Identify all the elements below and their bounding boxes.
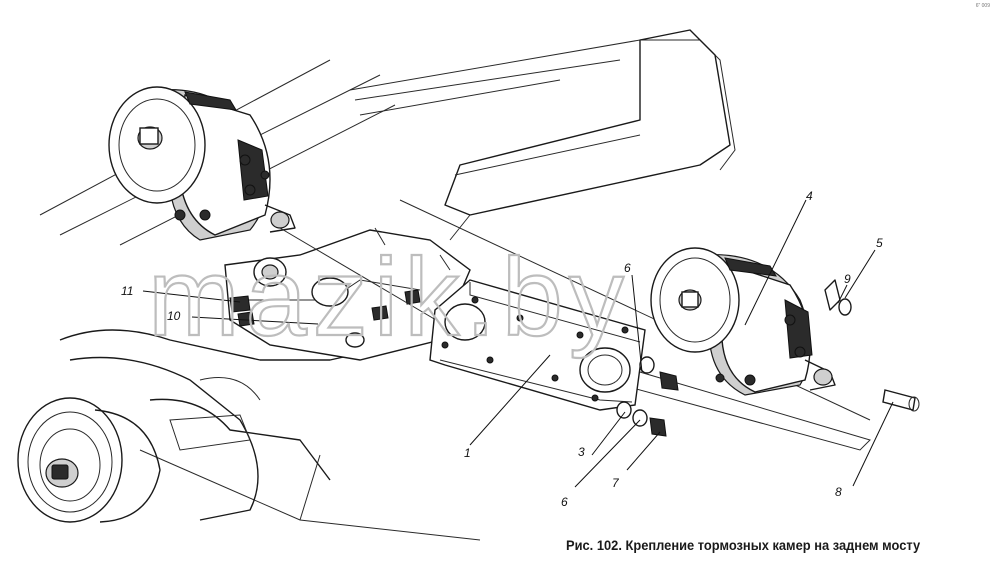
nut-7 <box>649 417 667 437</box>
callout-7: 7 <box>612 476 620 490</box>
figure-caption: Рис. 102. Крепление тормозных камер на з… <box>566 537 921 553</box>
callout-1: 1 <box>464 446 471 460</box>
leader-lines <box>142 199 894 488</box>
axle-housing <box>59 329 421 521</box>
callout-10: 10 <box>167 309 181 323</box>
callout-4: 4 <box>806 189 813 203</box>
callout-6-upper: 6 <box>624 261 631 275</box>
callout-11: 11 <box>121 284 133 298</box>
callout-labels: 1 3 4 5 6 6 7 8 9 10 11 <box>121 189 883 509</box>
callout-8: 8 <box>835 485 842 499</box>
brake-chamber-left <box>108 86 471 341</box>
watermark-text: mazik.by <box>148 236 630 359</box>
brake-chamber-right <box>650 247 841 396</box>
callout-6-lower: 6 <box>561 495 568 509</box>
callout-9: 9 <box>844 272 851 286</box>
washer-9 <box>838 298 852 316</box>
callout-5: 5 <box>876 236 883 250</box>
washer-3 <box>616 401 632 419</box>
fasteners <box>616 298 920 437</box>
washer-6-lower <box>632 409 648 427</box>
callout-3: 3 <box>578 445 585 459</box>
washer-6-upper <box>639 356 655 374</box>
pin-8 <box>882 389 916 411</box>
bolt-head <box>659 371 679 391</box>
axle-bracket <box>224 227 471 361</box>
wheel-hub <box>17 397 161 523</box>
corner-mark: 6" 009 <box>975 3 990 9</box>
mounting-plate <box>429 279 646 411</box>
